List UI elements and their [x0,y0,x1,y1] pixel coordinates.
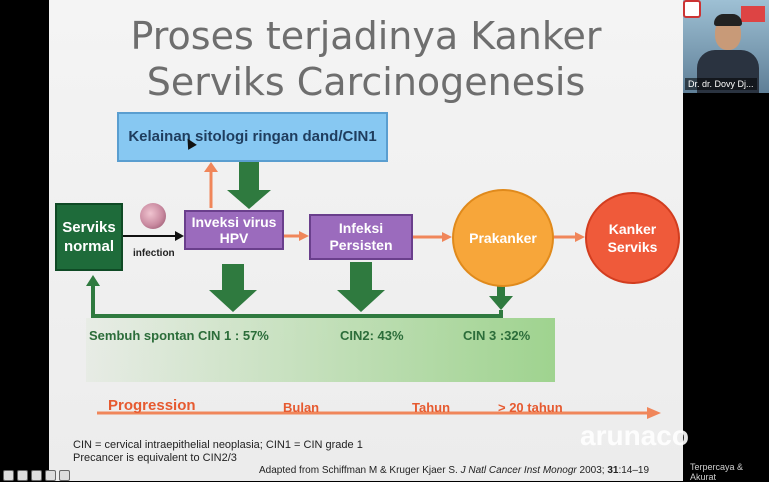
virus-icon [140,203,166,229]
banner-image [741,6,765,22]
box-invkesi-hpv: Inveksi virus HPV [184,210,284,250]
participant-name: Dr. dr. Dovy Dj... [685,78,757,90]
progression-tahun: Tahun [412,400,451,415]
flow-arrows [86,162,661,419]
arrow-down-icon [209,264,257,312]
slide-toolbar [0,469,123,481]
more-icon[interactable] [45,469,56,481]
prev-slide-icon[interactable] [3,469,14,481]
citation-tail: 2003; [576,465,608,476]
next-slide-icon[interactable] [59,469,70,481]
box-kelainan-sitologi: Kelainan sitologi ringan dand/CIN1 [117,112,388,162]
watermark-brand: arunaco [580,420,689,451]
slide-title-line1: Proses terjadinya Kanker [130,14,602,58]
zoom-icon[interactable] [31,469,42,481]
arrow-down-icon [227,162,271,209]
infection-label: infection [133,248,175,259]
box-infeksi-persisten: Infeksi Persisten [309,214,413,260]
arrow-down-icon [337,262,385,312]
arrow-up-icon [204,162,218,172]
institution-logo-icon [683,0,701,18]
progression-label: Progression [108,397,196,414]
rate-cin1: Sembuh spontan CIN 1 : 57% [89,328,269,343]
pen-icon[interactable] [17,469,28,481]
progression-gt20: > 20 tahun [498,400,563,415]
citation-volume: 31 [607,465,619,476]
citation-journal: J Natl Cancer Inst Monogr [460,465,577,476]
circle-kanker-serviks: Kanker Serviks [585,192,680,284]
rate-cin3: CIN 3 :32% [463,328,531,343]
circle-prakanker: Prakanker [452,189,554,287]
regression-band [86,318,555,382]
rate-cin2: CIN2: 43% [340,328,404,343]
progression-bulan: Bulan [283,400,320,415]
footnote-line1: CIN = cervical intraepithelial neoplasia… [73,439,363,451]
presentation-slide: Proses terjadinya Kanker Serviks Carcino… [49,0,683,481]
citation-text: Adapted from Schiffman M & Kruger Kjaer … [259,465,461,476]
arrow-down-icon [489,283,513,310]
arrow-up-icon [86,275,100,286]
watermark-tagline: Terpercaya & Akurat [690,462,744,482]
slide-title-line2: Serviks Carcinogenesis [146,60,586,104]
speaker-hair [714,14,742,26]
webcam-video-tile[interactable]: Dr. dr. Dovy Dj... [683,0,769,93]
citation: Adapted from Schiffman M & Kruger Kjaer … [259,465,649,476]
citation-pages: :14–19 [618,465,650,476]
footnote-line2: Precancer is equivalent to CIN2/3 [73,452,237,464]
box-serviks-normal: Serviks normal [55,203,123,271]
